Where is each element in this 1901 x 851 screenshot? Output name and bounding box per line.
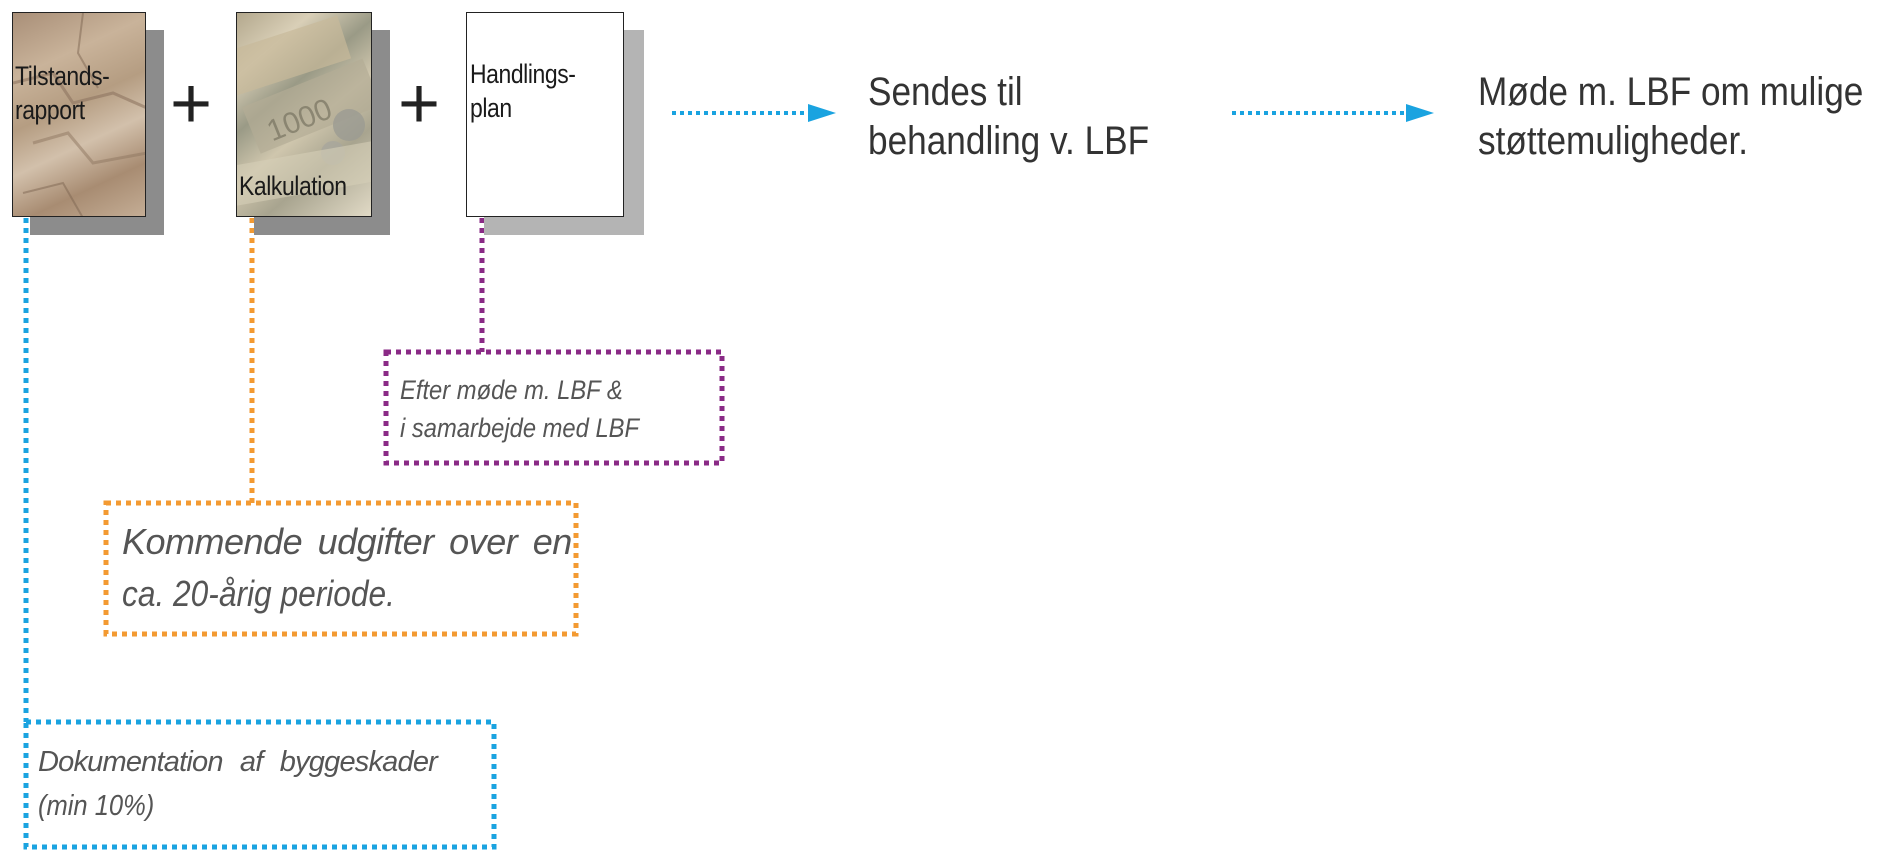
- note-frame-handlingsplan: [383, 349, 725, 466]
- stone-texture-image: [13, 13, 145, 216]
- note-line: i samarbejde med LBF: [400, 413, 640, 443]
- step2-text: Møde m. LBF om mulige støttemuligheder.: [1478, 68, 1863, 166]
- doc-label-line: Kalkulation: [239, 171, 347, 201]
- doc-handlingsplan: Handlings- plan: [466, 12, 624, 217]
- doc-tilstandsrapport: Tilstands- rapport: [12, 12, 146, 217]
- note-tilstandsrapport: Dokumentation af byggeskader (min 10%): [38, 740, 488, 828]
- arrow-to-step2: [1232, 104, 1434, 122]
- doc-label-line: Handlings-: [470, 59, 576, 89]
- doc-label-line: Tilstands-: [15, 61, 110, 91]
- step1-text: Sendes til behandling v. LBF: [868, 68, 1149, 166]
- doc-label-line: plan: [470, 93, 512, 123]
- doc-label-handlingsplan: Handlings- plan: [470, 57, 576, 125]
- doc-kalkulation: 1000 Kalkulation: [236, 12, 372, 217]
- step2-line: støttemuligheder.: [1478, 119, 1749, 163]
- arrow-to-step1: [672, 104, 836, 122]
- step1-line: Sendes til: [868, 70, 1023, 114]
- doc-label-tilstandsrapport: Tilstands- rapport: [15, 59, 110, 127]
- doc-label-kalkulation: Kalkulation: [239, 169, 347, 203]
- step1-line: behandling v. LBF: [868, 119, 1150, 163]
- step2-line: Møde m. LBF om mulige: [1478, 70, 1864, 114]
- doc-label-line: rapport: [15, 95, 85, 125]
- plus-operator-2: +: [398, 64, 441, 144]
- note-line: ca. 20-årig periode.: [122, 573, 395, 614]
- plus-operator-1: +: [170, 64, 213, 144]
- note-kalkulation: Kommende udgifter over en ca. 20-årig pe…: [122, 516, 572, 620]
- banknotes-image: 1000: [237, 15, 371, 206]
- note-line: Efter møde m. LBF &: [400, 375, 623, 405]
- note-handlingsplan: Efter møde m. LBF & i samarbejde med LBF: [400, 371, 716, 447]
- note-line: (min 10%): [38, 790, 155, 822]
- note-line: Dokumentation af byggeskader: [38, 746, 438, 778]
- note-frame-kalkulation: [103, 500, 579, 637]
- note-line: Kommende udgifter over en: [122, 521, 572, 562]
- note-frame-tilstandsrapport: [23, 719, 497, 850]
